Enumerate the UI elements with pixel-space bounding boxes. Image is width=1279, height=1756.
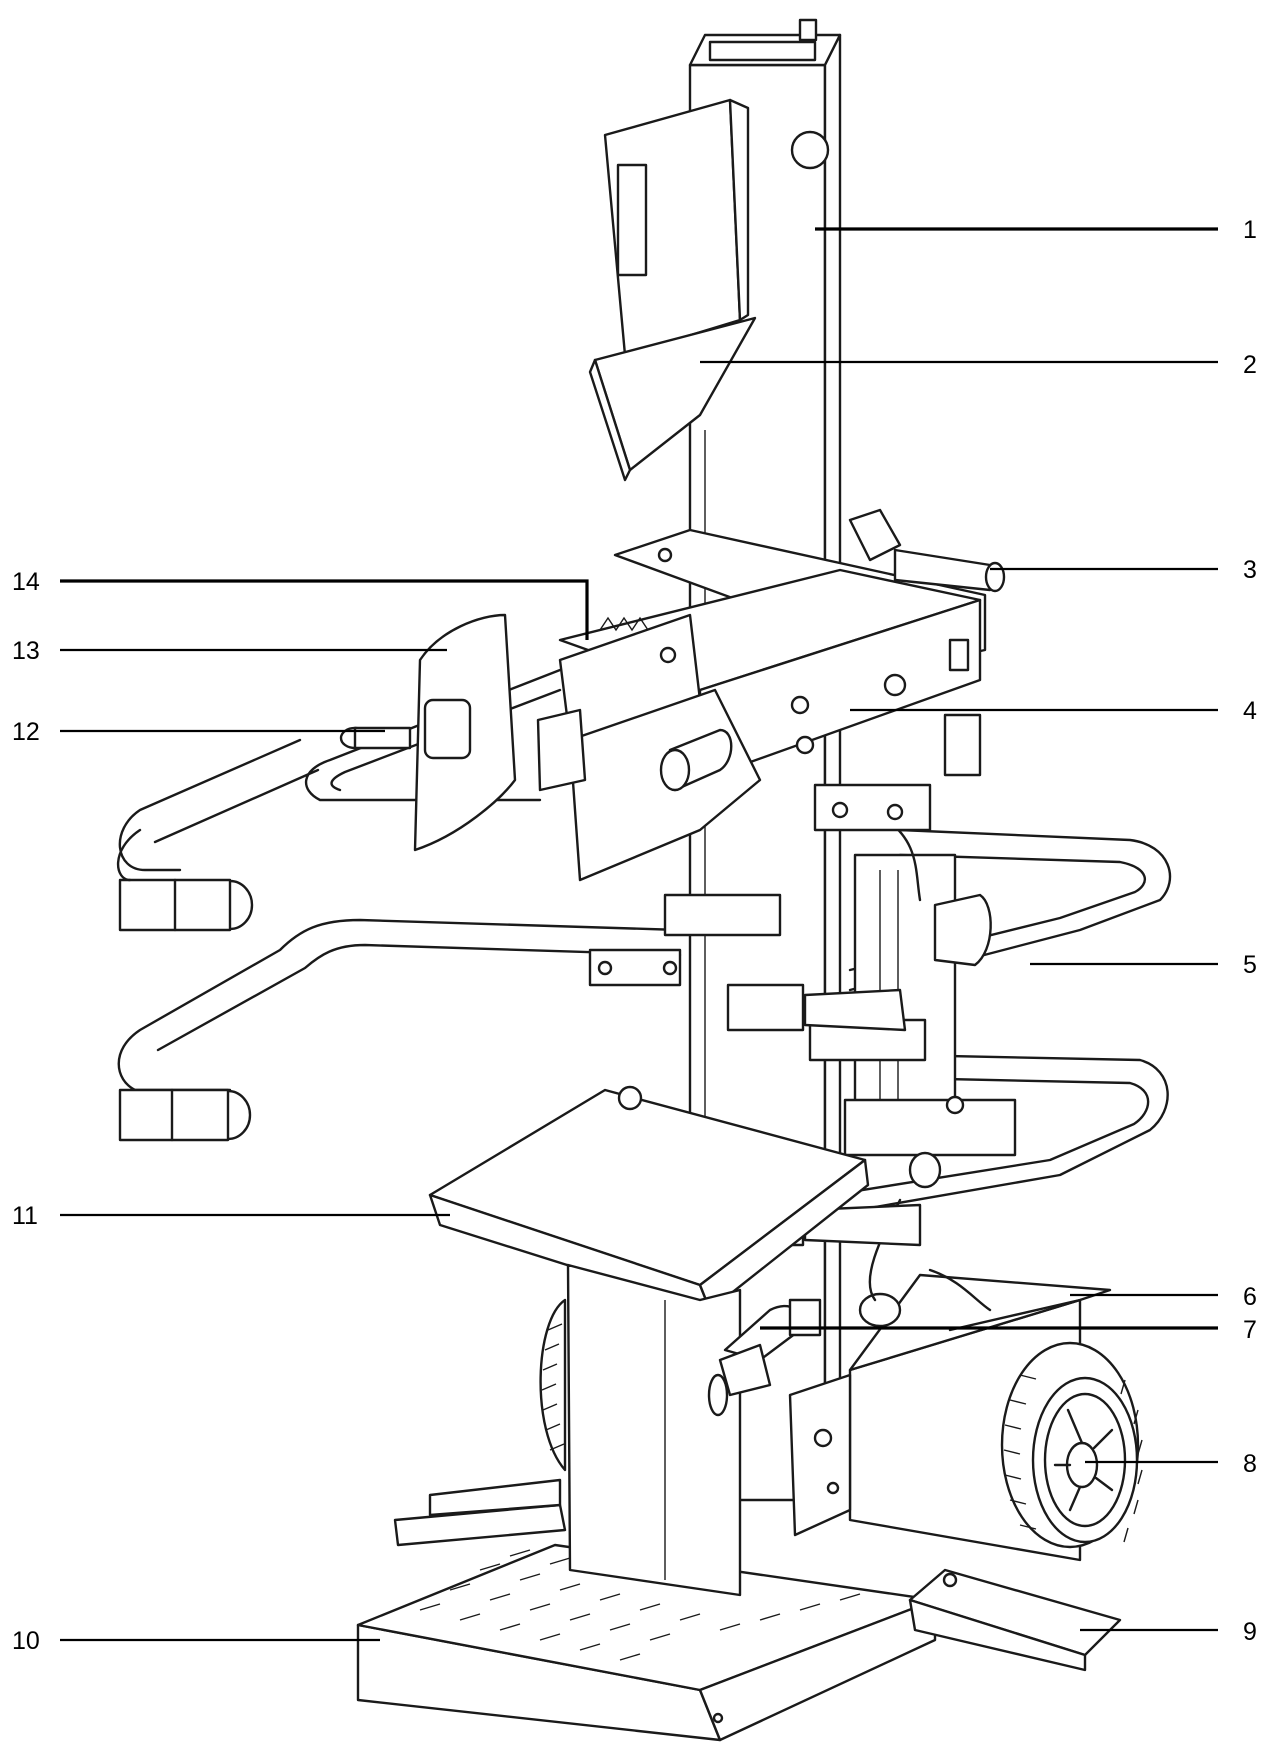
lower-handle — [117, 828, 1172, 1222]
callout-1: 1 — [1243, 216, 1257, 244]
callout-8: 8 — [1243, 1450, 1257, 1478]
log-holder-assembly — [536, 508, 1006, 882]
upper-handle — [116, 668, 562, 932]
callout-12: 12 — [12, 718, 40, 746]
log-guard-plate — [339, 613, 517, 852]
left-wheel — [539, 1298, 567, 1472]
callout-5: 5 — [1243, 951, 1257, 979]
rear-stand — [393, 1478, 567, 1547]
splitting-wedge — [588, 98, 757, 482]
callout-14: 14 — [12, 568, 40, 596]
callout-4: 4 — [1243, 697, 1257, 725]
callout-6: 6 — [1243, 1283, 1257, 1311]
callout-9: 9 — [1243, 1618, 1257, 1646]
right-wheel — [1000, 1341, 1143, 1549]
work-table — [428, 1085, 870, 1597]
callout-7: 7 — [1243, 1316, 1257, 1344]
callout-labels: 1 2 3 4 5 6 7 8 9 10 11 12 13 14 — [12, 216, 1257, 1655]
callout-leaders — [60, 227, 1218, 1642]
callout-13: 13 — [12, 637, 40, 665]
hydraulic-cylinder — [588, 783, 1017, 1328]
callout-10: 10 — [12, 1627, 40, 1655]
callout-2: 2 — [1243, 351, 1257, 379]
foot-plate-right — [908, 1568, 1122, 1672]
base-plate — [356, 1543, 937, 1742]
callout-3: 3 — [1243, 556, 1257, 584]
callout-11: 11 — [12, 1202, 38, 1230]
